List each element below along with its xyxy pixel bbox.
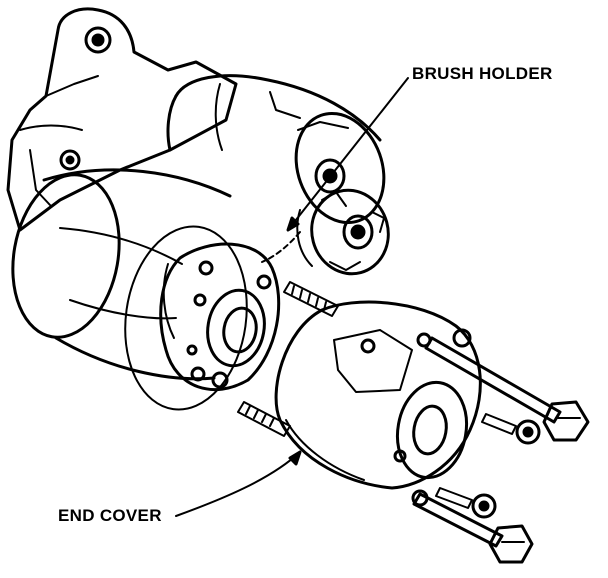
end-cover-leader — [175, 450, 302, 517]
brush-holder-guide-line — [261, 231, 301, 263]
through-bolt-upper — [424, 336, 590, 442]
mounting-bracket — [6, 7, 238, 232]
yoke-studs — [237, 281, 339, 437]
end-frame-plate — [159, 242, 281, 391]
brush-holder — [296, 188, 390, 276]
end-cover-label: END COVER — [58, 506, 162, 525]
end-cover — [274, 300, 482, 507]
screw-upper — [481, 413, 541, 445]
screw-lower — [435, 487, 497, 519]
brush-holder-leader — [286, 77, 409, 232]
through-bolt-lower — [412, 492, 534, 564]
solenoid — [166, 74, 386, 225]
brush-holder-label: BRUSH HOLDER — [412, 64, 553, 83]
yoke-housing — [11, 168, 248, 411]
